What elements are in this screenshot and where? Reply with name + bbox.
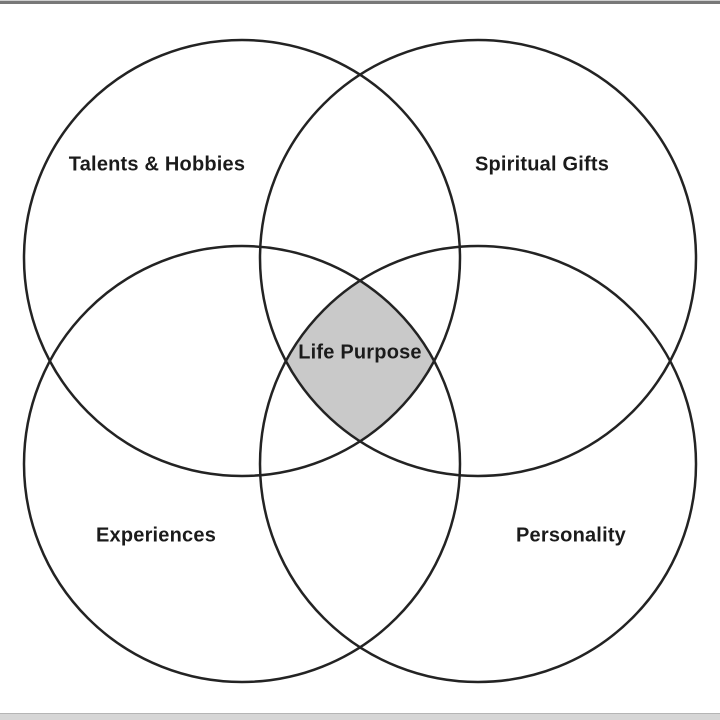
circle-personality bbox=[258, 244, 698, 684]
top-border bbox=[0, 0, 720, 4]
center-intersection-clip-group bbox=[260, 246, 460, 476]
circle-spiritual-gifts bbox=[258, 38, 698, 478]
label-personality: Personality bbox=[515, 524, 627, 547]
circle-experiences bbox=[22, 244, 462, 684]
label-experiences: Experiences bbox=[95, 524, 217, 547]
center-intersection-shape bbox=[260, 246, 460, 476]
label-life-purpose: Life Purpose bbox=[298, 341, 422, 364]
bottom-border bbox=[0, 713, 720, 720]
circle-talents-hobbies bbox=[22, 38, 462, 478]
label-spiritual-gifts: Spiritual Gifts bbox=[474, 153, 610, 176]
label-talents-hobbies: Talents & Hobbies bbox=[68, 153, 246, 176]
